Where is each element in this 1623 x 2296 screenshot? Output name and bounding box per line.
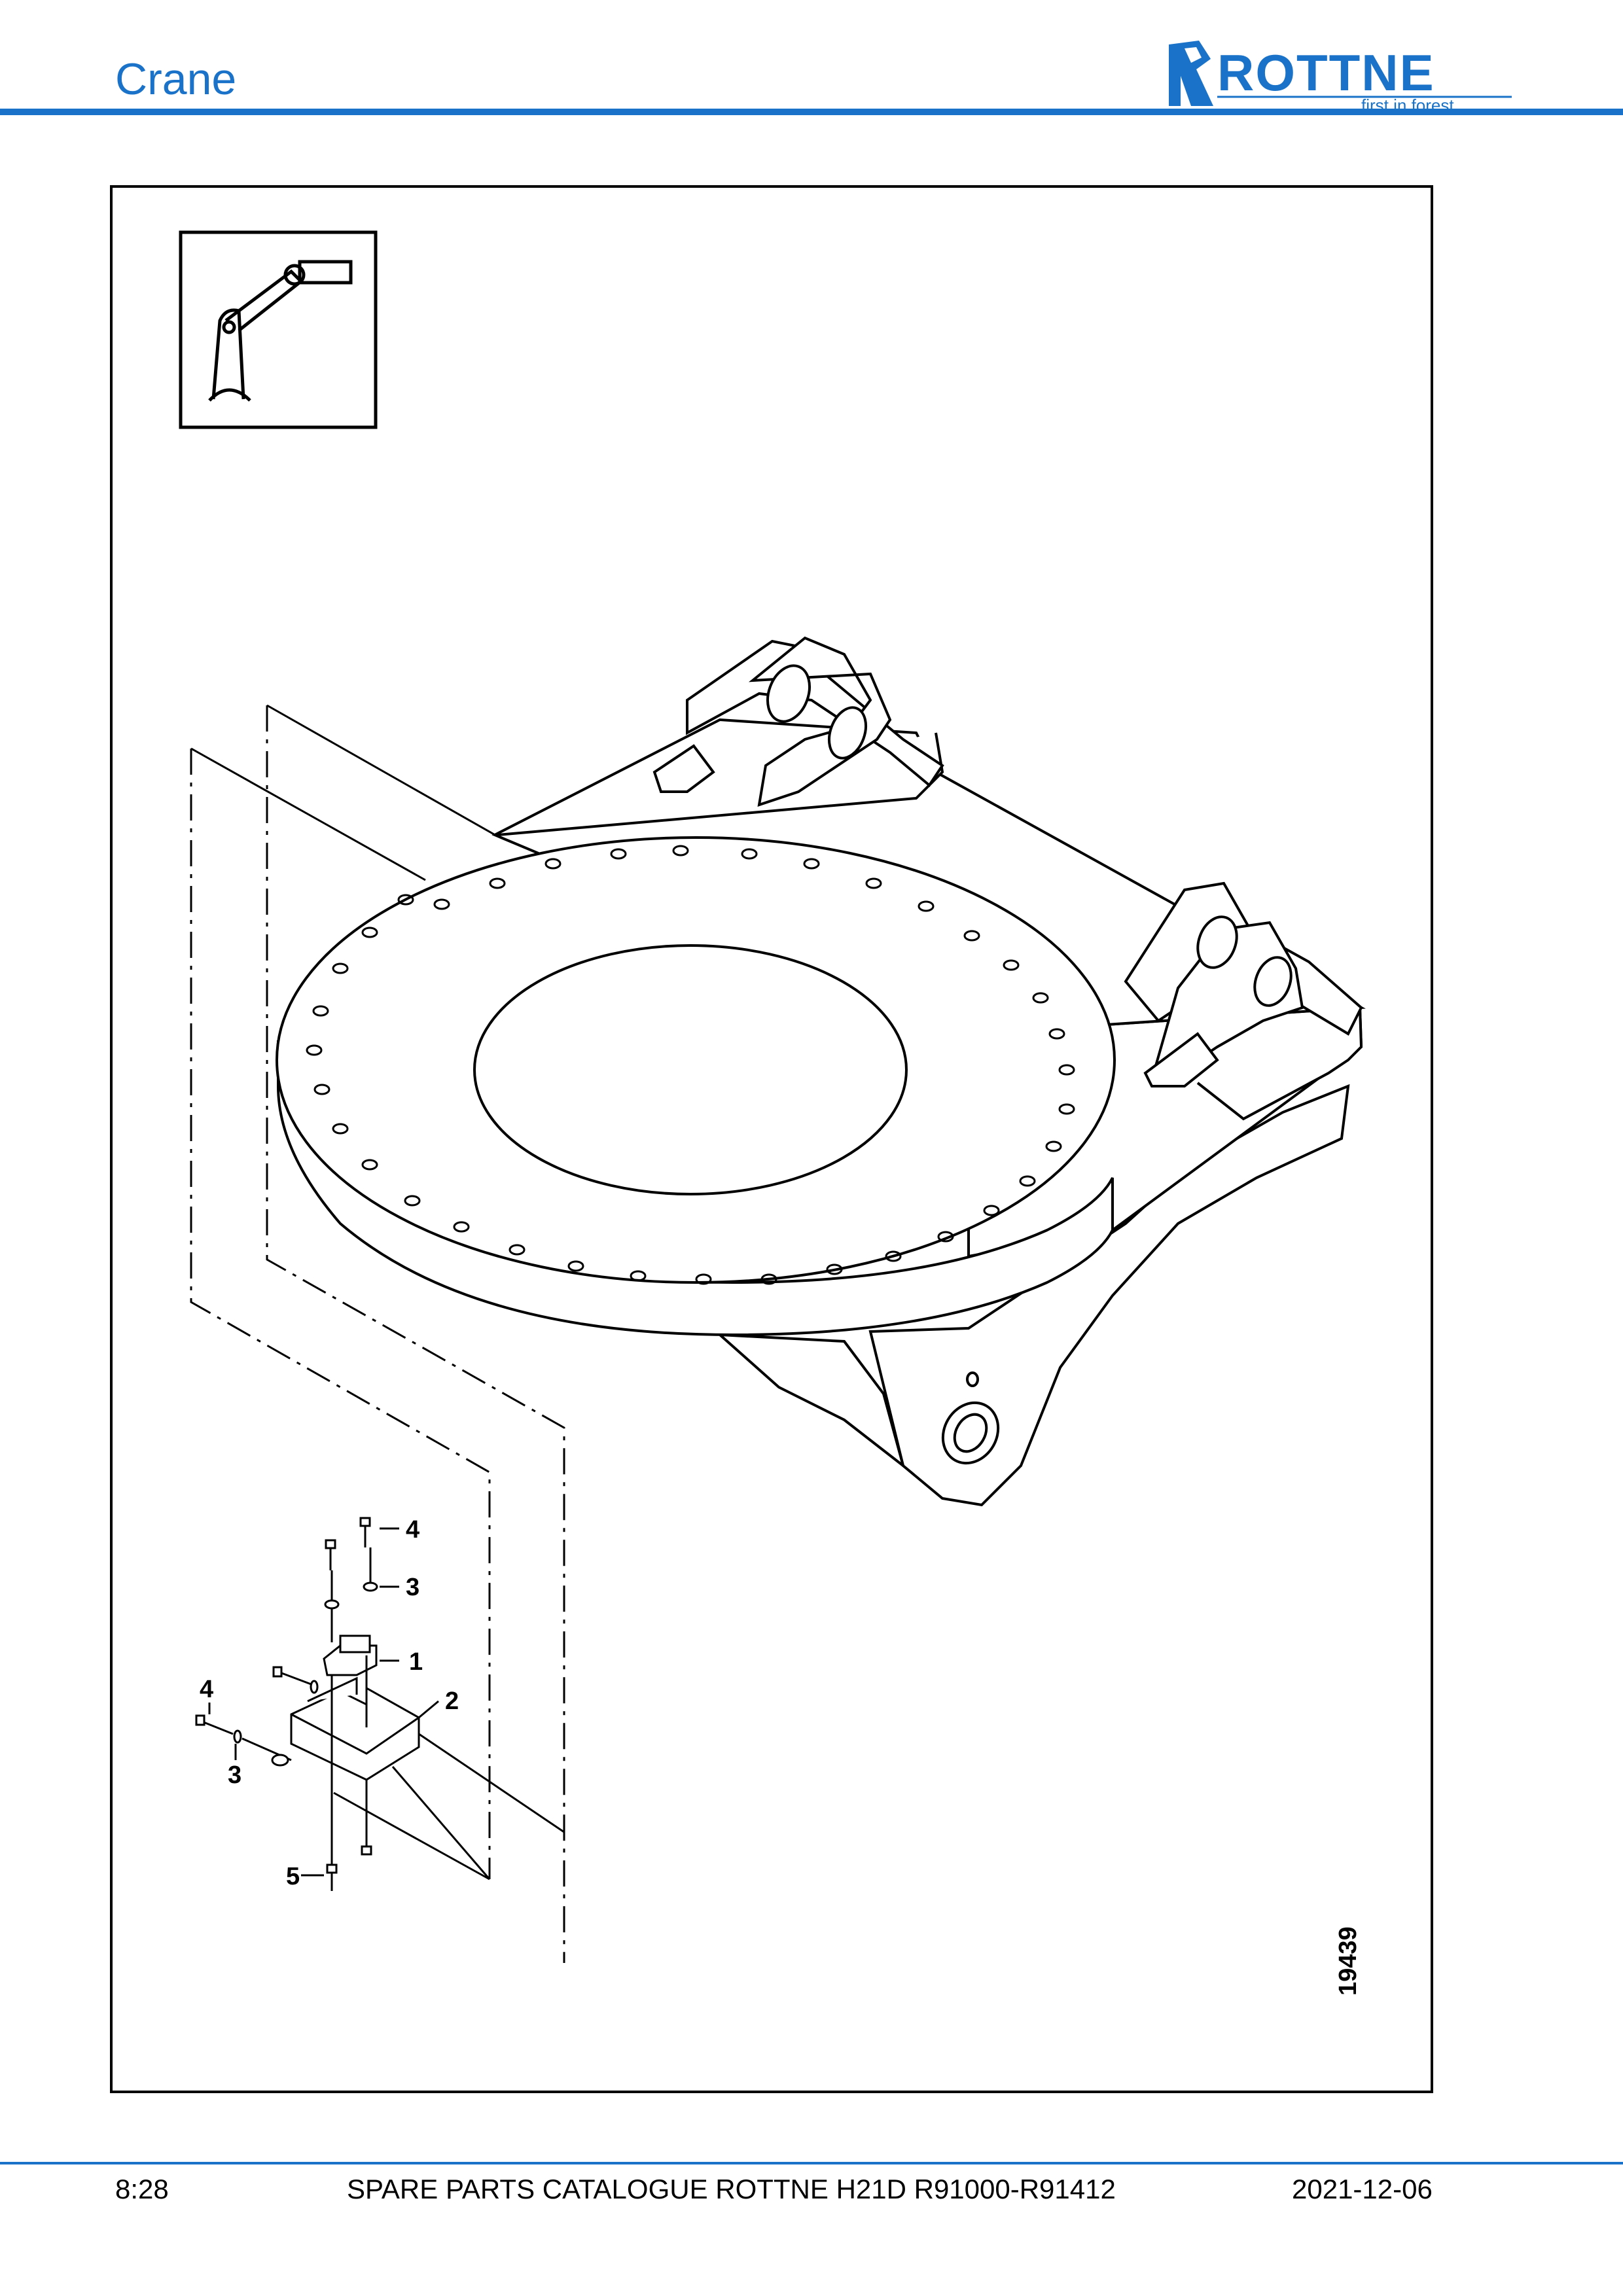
assembly-dashed-outline bbox=[190, 705, 565, 1963]
callout-4-side: 4 bbox=[200, 1676, 213, 1703]
callout-leaders bbox=[208, 1527, 439, 1877]
callout-3-top: 3 bbox=[406, 1574, 419, 1601]
bolt-hole-ring bbox=[306, 845, 1075, 1285]
rottne-logo: ROTTNE first in forest bbox=[1169, 41, 1512, 115]
callout-2: 2 bbox=[445, 1687, 459, 1715]
callout-3-side: 3 bbox=[228, 1761, 241, 1789]
drawing-number: 19439 bbox=[1334, 1926, 1362, 1996]
crane-arm-icon bbox=[179, 230, 378, 429]
header-divider bbox=[0, 109, 1623, 115]
callout-5: 5 bbox=[286, 1863, 300, 1890]
logo-wordmark: ROTTNE bbox=[1217, 44, 1435, 101]
callout-1: 1 bbox=[409, 1648, 423, 1676]
rottne-logo-icon bbox=[1169, 41, 1213, 106]
callout-4-top: 4 bbox=[406, 1516, 419, 1544]
page-number: 8:28 bbox=[115, 2174, 169, 2204]
sensor-bracket-assembly bbox=[195, 1517, 420, 1891]
crane-base-plate bbox=[276, 636, 1366, 1507]
catalogue-title: SPARE PARTS CATALOGUE ROTTNE H21D R91000… bbox=[347, 2174, 1116, 2204]
figure-frame bbox=[110, 185, 1433, 2093]
leader-lines bbox=[190, 704, 565, 1881]
catalogue-date: 2021-12-06 bbox=[1292, 2174, 1433, 2204]
section-title: Crane bbox=[115, 54, 237, 104]
footer-divider bbox=[0, 2162, 1623, 2164]
